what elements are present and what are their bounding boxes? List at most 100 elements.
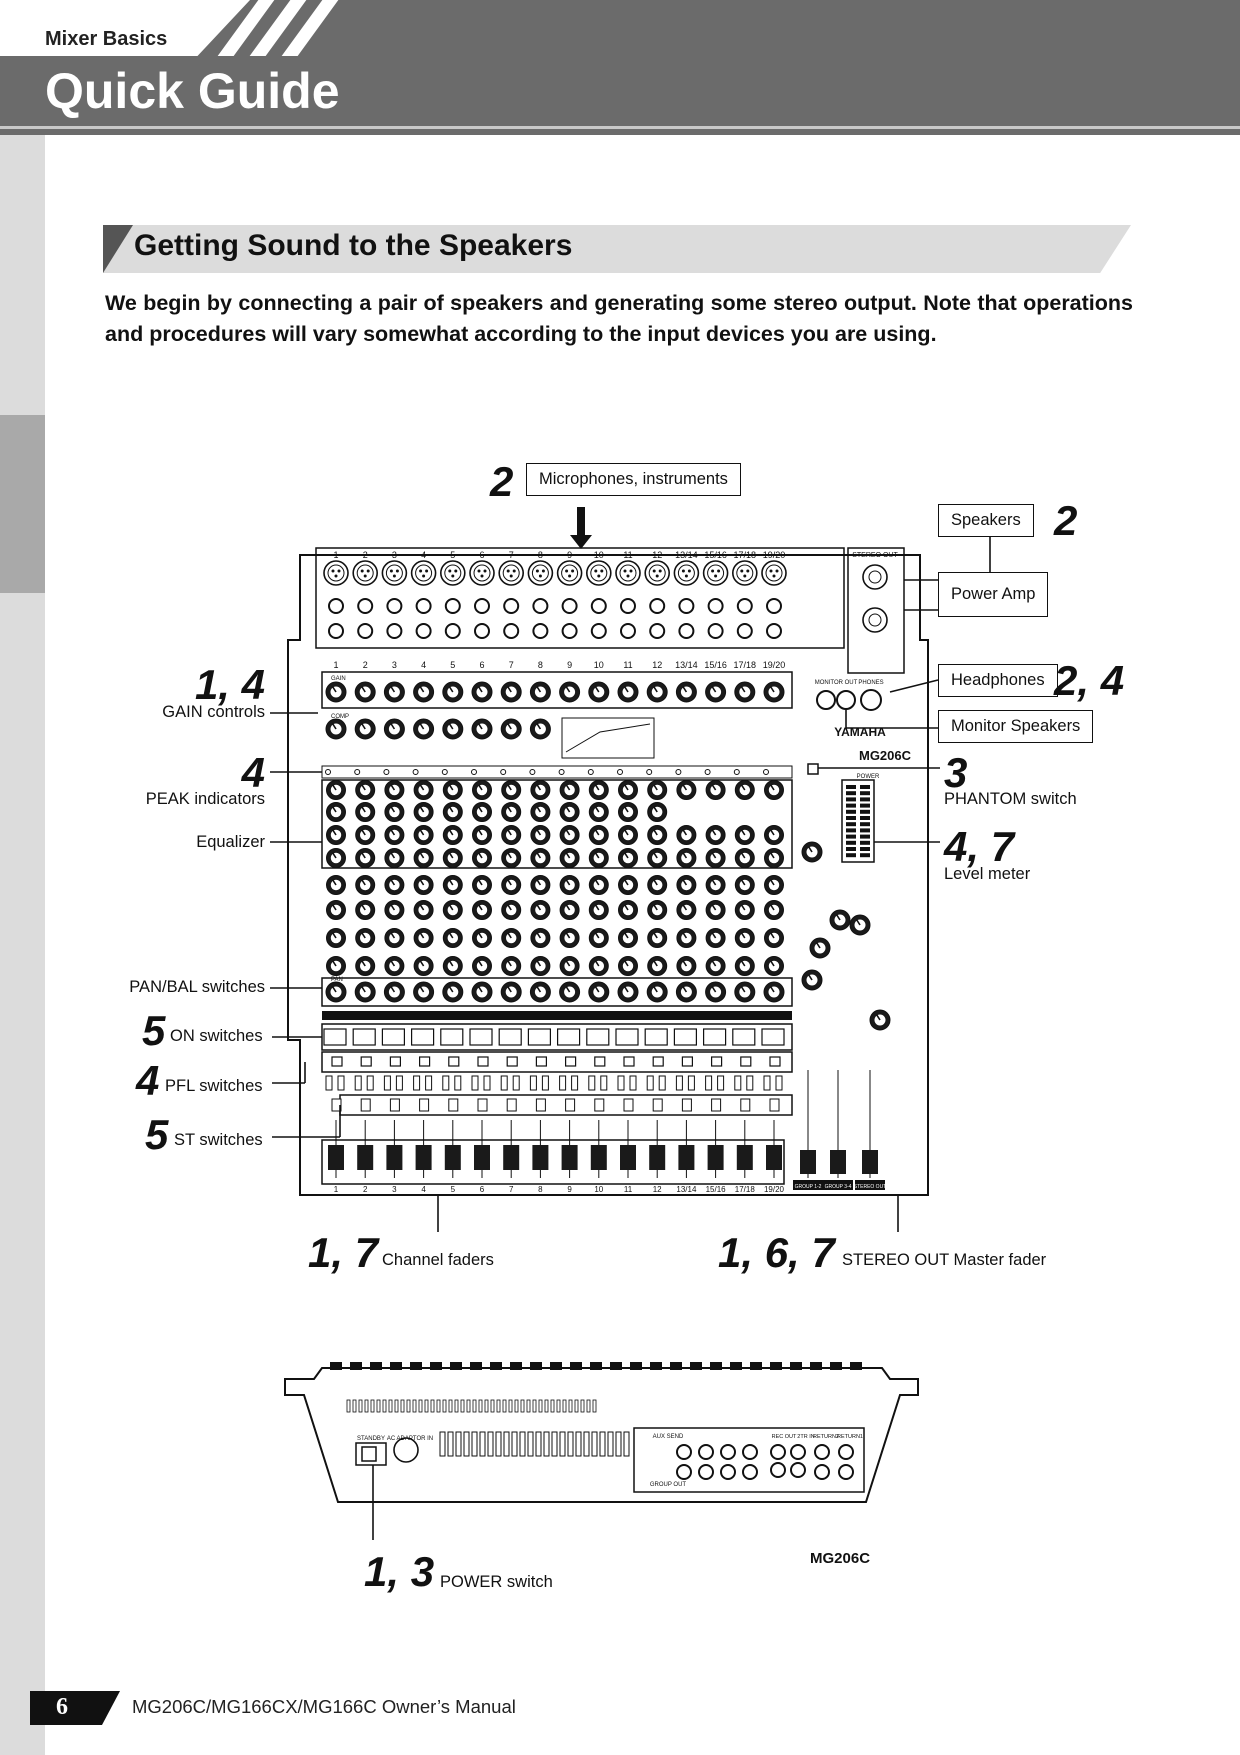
rear-group-out-label: GROUP OUT bbox=[650, 1482, 687, 1488]
st-switch bbox=[594, 1098, 605, 1112]
knob bbox=[384, 875, 405, 895]
knob bbox=[617, 681, 639, 703]
phantom-switch-label: PHANTOM switch bbox=[944, 790, 1077, 808]
knob bbox=[675, 681, 697, 703]
knob bbox=[588, 900, 609, 920]
fader-cap bbox=[532, 1145, 549, 1170]
channel-jack-number: 17/18 bbox=[734, 550, 757, 560]
knob bbox=[734, 780, 755, 800]
group-switch bbox=[734, 1075, 742, 1091]
input-jack-panel bbox=[315, 547, 845, 649]
peak-led bbox=[617, 769, 623, 775]
knob bbox=[500, 681, 522, 703]
rear-knob-top bbox=[630, 1362, 642, 1370]
xlr-jack bbox=[644, 560, 671, 586]
knob bbox=[588, 928, 609, 948]
on-switch bbox=[323, 1028, 347, 1046]
knob bbox=[734, 981, 756, 1003]
model-name-on-panel: MG206C bbox=[859, 748, 912, 763]
knob bbox=[734, 681, 756, 703]
meter-segment-l bbox=[846, 791, 856, 796]
channel-jack-number: 10 bbox=[594, 550, 604, 560]
on-step-number: 5 bbox=[142, 1007, 166, 1054]
stereo-out-xlr-inner bbox=[868, 613, 882, 627]
meter-segment-r bbox=[860, 785, 870, 789]
rear-vent-slot bbox=[490, 1399, 495, 1413]
rear-vent-slot bbox=[551, 1431, 558, 1457]
rear-vent-slot bbox=[484, 1399, 489, 1413]
rear-vent-slot bbox=[394, 1399, 399, 1413]
aux-send-jack bbox=[720, 1444, 736, 1460]
comp-characteristics-graph bbox=[561, 717, 655, 759]
group-switch bbox=[383, 1075, 391, 1091]
knob bbox=[529, 681, 551, 703]
knob bbox=[801, 841, 823, 863]
group-switch bbox=[442, 1075, 450, 1091]
pfl-switch bbox=[652, 1056, 664, 1067]
knob bbox=[646, 681, 668, 703]
line-jack bbox=[678, 598, 695, 614]
st-switch bbox=[681, 1098, 692, 1112]
st-switch bbox=[740, 1098, 751, 1112]
group-switch bbox=[512, 1075, 520, 1091]
pan-frame bbox=[321, 977, 793, 1007]
on-switch bbox=[615, 1028, 639, 1046]
knob bbox=[384, 928, 405, 948]
monitor-out-label: MONITOR OUT bbox=[815, 680, 858, 686]
pfl-switch bbox=[681, 1056, 694, 1067]
knob bbox=[442, 802, 463, 822]
peak-led bbox=[704, 769, 711, 775]
speakers-label-box: Speakers bbox=[938, 504, 1034, 537]
channel-number: 1 bbox=[333, 660, 338, 670]
knob bbox=[472, 900, 492, 920]
stereo-out-xlr-inner bbox=[868, 570, 882, 584]
rear-vent-slot bbox=[543, 1431, 550, 1457]
fader-cap bbox=[386, 1145, 403, 1170]
on-switch bbox=[352, 1028, 376, 1046]
group-switch bbox=[425, 1075, 433, 1091]
meter-segment-l bbox=[846, 816, 856, 820]
knob bbox=[355, 928, 376, 948]
knob bbox=[413, 900, 434, 920]
peak-led bbox=[412, 769, 419, 775]
line-jack bbox=[561, 598, 578, 614]
fader-channel-number: 10 bbox=[594, 1185, 603, 1194]
peak-led bbox=[558, 769, 565, 775]
pfl-switch bbox=[535, 1056, 548, 1067]
rear-knob-top bbox=[530, 1362, 542, 1370]
knob bbox=[326, 825, 346, 845]
knob bbox=[384, 900, 405, 920]
channel-jack-number: 3 bbox=[392, 550, 397, 560]
insert-jack bbox=[620, 623, 636, 639]
knob bbox=[734, 848, 755, 868]
rear-vent-slot bbox=[448, 1399, 453, 1413]
fader-cap bbox=[707, 1145, 724, 1170]
meter-segment-r bbox=[860, 816, 870, 820]
channel-jack-number: 12 bbox=[652, 550, 662, 560]
meter-segment-l bbox=[846, 785, 856, 789]
page-header: Mixer Basics Quick Guide bbox=[0, 0, 1240, 135]
fader-channel-number: 11 bbox=[624, 1185, 633, 1194]
group-switch bbox=[687, 1075, 695, 1091]
knob bbox=[501, 900, 522, 920]
rear-knob-top bbox=[790, 1362, 802, 1370]
knob bbox=[559, 928, 580, 948]
knob bbox=[501, 928, 522, 948]
master-fader-label: STEREO OUT Master fader bbox=[842, 1251, 1047, 1269]
rear-vent-slot bbox=[556, 1399, 561, 1413]
knob bbox=[559, 875, 580, 895]
rear-jack-panel bbox=[633, 1427, 865, 1493]
page-title: Quick Guide bbox=[45, 63, 340, 119]
pfl-step-number: 4 bbox=[136, 1057, 160, 1104]
on-switch bbox=[469, 1028, 493, 1046]
level-meter-label: Level meter bbox=[944, 865, 1031, 883]
knob bbox=[647, 802, 668, 822]
power-amp-label-box: Power Amp bbox=[938, 572, 1049, 617]
knob bbox=[559, 848, 580, 868]
meter-segment-r bbox=[860, 834, 870, 839]
knob bbox=[472, 928, 492, 948]
st-switch bbox=[711, 1098, 722, 1112]
fader-cap bbox=[678, 1145, 695, 1170]
knob bbox=[676, 825, 697, 845]
